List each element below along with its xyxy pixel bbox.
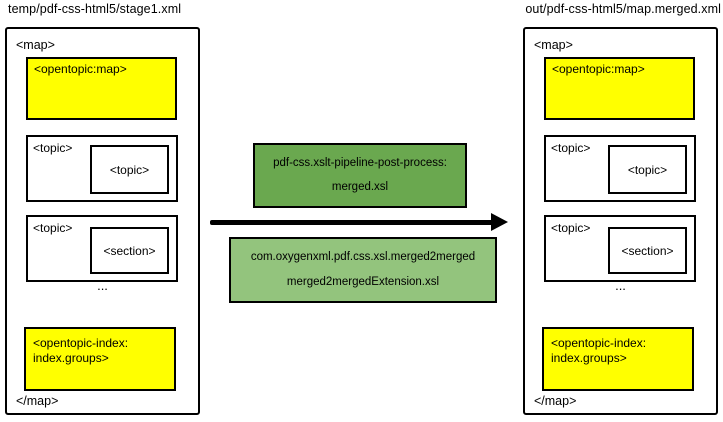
pipeline-step-post-process: pdf-css.xslt-pipeline-post-process: merg… [253,143,467,208]
arrow-line [210,220,495,225]
nested-section-label: <section> [103,243,156,258]
output-file-title: out/pdf-css-html5/map.merged.xml [525,2,721,16]
topic-box-2: <topic> <section> [26,215,178,282]
opentopic-map-box: <opentopic:map> [544,57,695,120]
map-open-tag: <map> [16,38,55,52]
topic-label: <topic> [33,221,73,235]
pipeline-step-line2: merged.xsl [331,181,389,194]
topic-label: <topic> [551,141,591,155]
topic-label: <topic> [551,221,591,235]
nested-topic-box: <topic> [608,145,687,194]
opentopic-index-label-line2: index.groups> [551,351,627,365]
pipeline-step-line2: merged2mergedExtension.xsl [286,276,440,288]
topic-box-2: <topic> <section> [544,215,696,282]
ellipsis: ... [97,278,108,293]
pipeline-step-line1: com.oxygenxml.pdf.css.xsl.merged2merged [250,251,476,263]
opentopic-index-label-line1: <opentopic-index: [33,336,129,350]
ellipsis: ... [615,278,626,293]
source-file-title: temp/pdf-css-html5/stage1.xml [8,2,182,16]
arrow-head-icon [491,213,508,231]
opentopic-map-box: <opentopic:map> [26,57,177,120]
opentopic-map-label: <opentopic:map> [34,62,127,76]
map-close-tag: </map> [16,394,59,408]
opentopic-index-box: <opentopic-index: index.groups> [542,327,694,391]
map-close-tag: </map> [534,394,577,408]
topic-box-1: <topic> <topic> [544,135,696,202]
nested-topic-label: <topic> [109,162,150,177]
pipeline-step-merged2merged: com.oxygenxml.pdf.css.xsl.merged2merged … [229,237,497,303]
opentopic-index-box: <opentopic-index: index.groups> [24,327,176,391]
nested-topic-label: <topic> [627,162,668,177]
topic-box-1: <topic> <topic> [26,135,178,202]
nested-topic-box: <topic> [90,145,169,194]
opentopic-index-label-line1: <opentopic-index: [551,336,647,350]
pipeline-step-line1: pdf-css.xslt-pipeline-post-process: [273,156,447,169]
output-map-panel: <map> <opentopic:map> <topic> <topic> <t… [523,27,718,415]
source-map-panel: <map> <opentopic:map> <topic> <topic> <t… [5,27,200,415]
nested-section-box: <section> [608,227,687,274]
transform-arrow [210,213,508,231]
nested-section-label: <section> [621,243,674,258]
nested-section-box: <section> [90,227,169,274]
topic-label: <topic> [33,141,73,155]
opentopic-index-label-line2: index.groups> [33,351,109,365]
opentopic-map-label: <opentopic:map> [552,62,645,76]
map-open-tag: <map> [534,38,573,52]
